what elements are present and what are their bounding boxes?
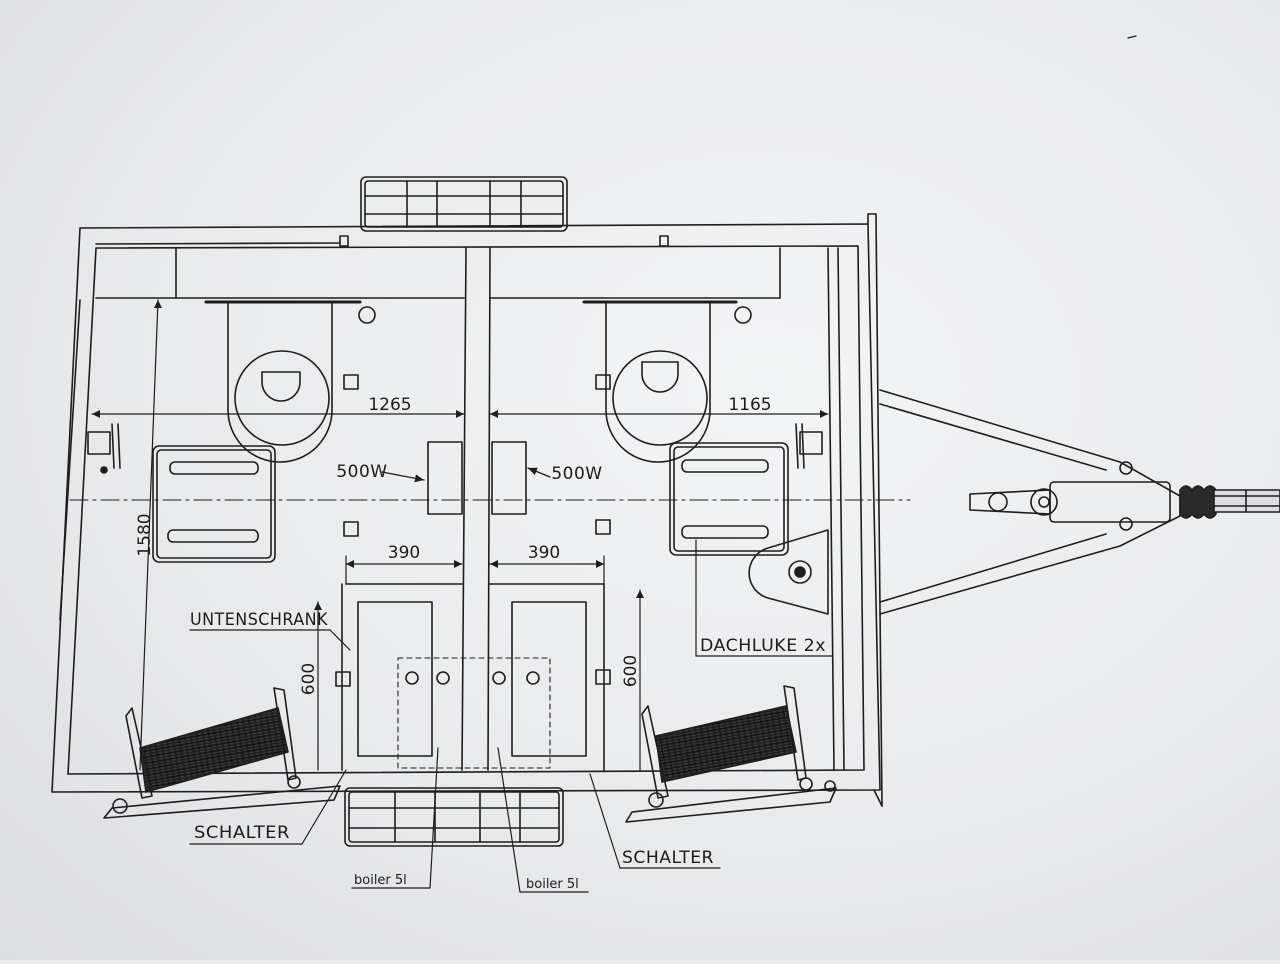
under-cabinet-label: UNTENSCHRANK bbox=[190, 610, 328, 630]
dimension-lines bbox=[91, 299, 829, 771]
floor-grate-right bbox=[669, 442, 789, 556]
heater-right-leader bbox=[527, 467, 551, 478]
switch-left-label: SCHALTER bbox=[194, 823, 290, 843]
floor-grate-left bbox=[152, 445, 276, 563]
heater-right-label: 500W bbox=[551, 464, 602, 484]
roof-hatch-bottom bbox=[344, 787, 564, 847]
dim-height-left: 600 bbox=[299, 663, 319, 695]
cabinet-right bbox=[489, 583, 611, 771]
trailer-body bbox=[51, 213, 883, 807]
switch-right-label: SCHALTER bbox=[622, 848, 714, 868]
boiler-right-label: boiler 5l bbox=[526, 877, 579, 892]
boiler-outline bbox=[397, 657, 551, 769]
roof-hatch-label: DACHLUKE 2x bbox=[700, 636, 826, 656]
door-right bbox=[625, 685, 837, 823]
dim-width-right: 1165 bbox=[728, 395, 771, 415]
drawbar bbox=[879, 389, 1280, 615]
dim-cabinet-left: 390 bbox=[388, 543, 420, 563]
wall-bracket-left bbox=[87, 423, 121, 474]
toilet-left bbox=[204, 300, 376, 537]
sink bbox=[748, 529, 829, 615]
label-leaders bbox=[189, 539, 833, 893]
heater-left bbox=[427, 441, 463, 515]
boiler-left-label: boiler 5l bbox=[354, 873, 407, 888]
door-left bbox=[103, 687, 341, 819]
heater-left-label: 500W bbox=[336, 462, 387, 482]
heater-left-leader bbox=[381, 471, 425, 483]
dim-width-left: 1265 bbox=[368, 395, 411, 415]
wall-bracket-right bbox=[795, 423, 823, 469]
dim-height-right: 600 bbox=[621, 655, 641, 687]
dim-depth: 1580 bbox=[135, 513, 155, 556]
center-partition bbox=[461, 247, 491, 771]
pen-mark bbox=[1127, 35, 1137, 39]
dim-cabinet-right: 390 bbox=[528, 543, 560, 563]
cabinet-left bbox=[335, 583, 463, 771]
toilet-right bbox=[582, 300, 752, 535]
heater-right bbox=[491, 441, 527, 515]
roof-hatch-top bbox=[360, 176, 568, 232]
